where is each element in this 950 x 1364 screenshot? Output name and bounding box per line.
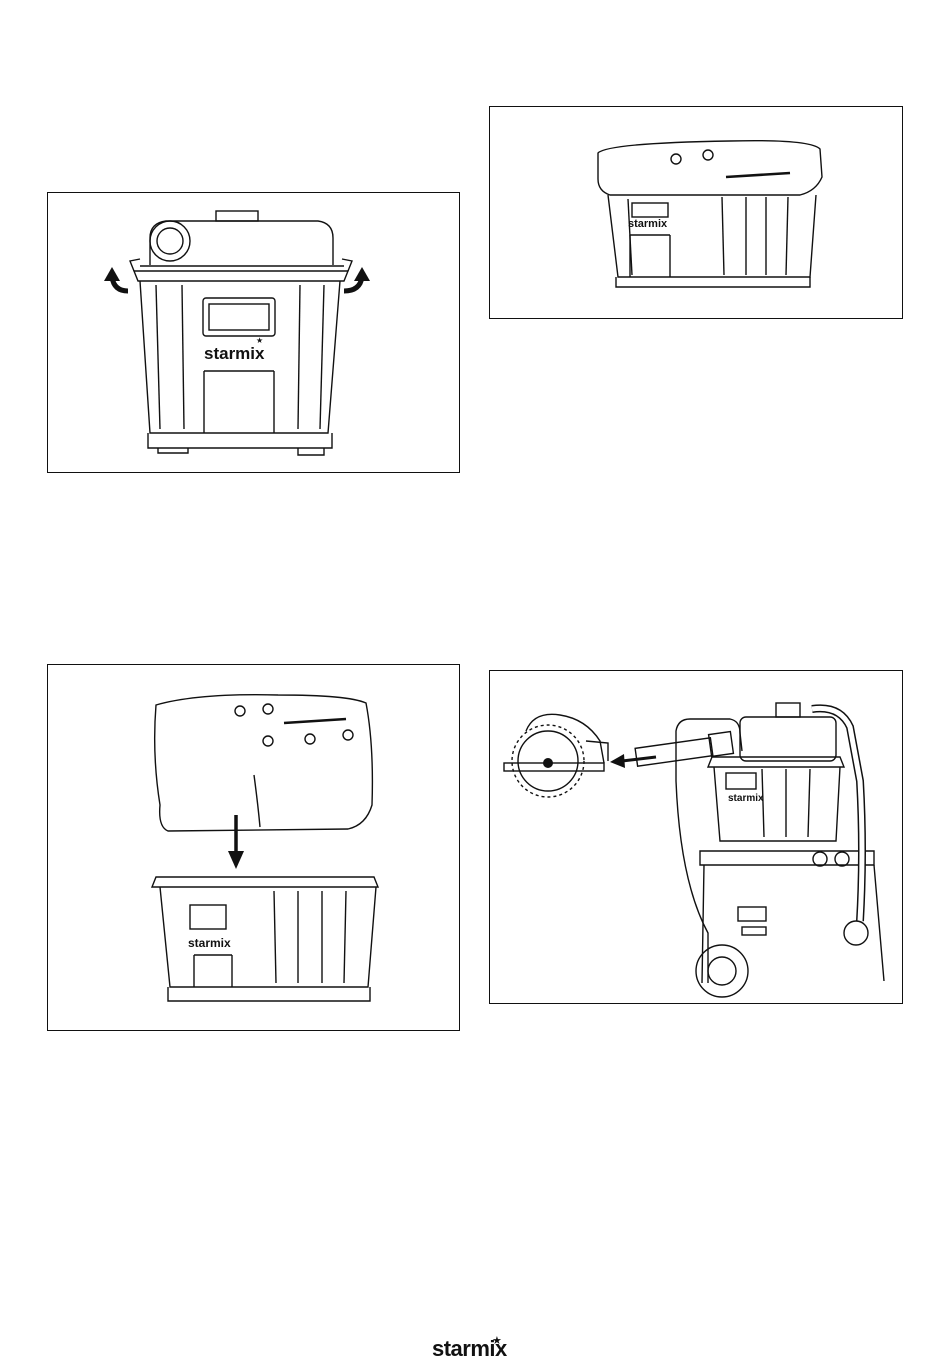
arrow-down-icon [228, 815, 244, 869]
brand-logo: starmix ★ [432, 1334, 522, 1364]
figure-insert-bag: starmix [47, 664, 460, 1031]
figure-container-with-bag: starmix [489, 106, 903, 319]
figure-remove-container: starmix ★ [47, 192, 460, 473]
container-illustration: starmix ★ [48, 193, 461, 474]
container-brand-label: starmix [628, 218, 668, 230]
container-bag-illustration: starmix [490, 107, 904, 320]
arrow-left-icon [610, 754, 656, 768]
container-brand-label: starmix [188, 936, 231, 950]
vacuum-saw-illustration: starmix [490, 671, 904, 1005]
star-icon: ★ [492, 1334, 502, 1347]
insert-bag-illustration: starmix [48, 665, 461, 1032]
figure-connect-saw: starmix [489, 670, 903, 1004]
container-brand-label: starmix [728, 793, 764, 804]
svg-text:★: ★ [256, 336, 263, 345]
curved-arrow-left-icon [104, 267, 128, 291]
container-brand-label: starmix [204, 344, 265, 363]
